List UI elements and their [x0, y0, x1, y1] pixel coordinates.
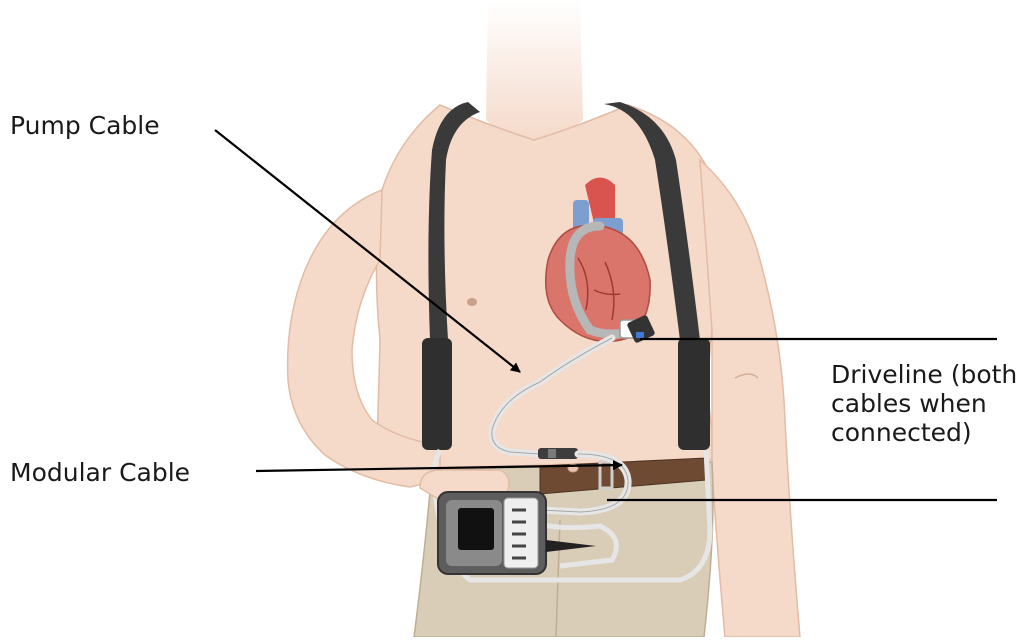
driveline-label-line3: connected) [831, 418, 1017, 447]
driveline-label-line2: cables when [831, 389, 1017, 418]
neck [486, 0, 583, 142]
cable-connector [538, 448, 578, 459]
pump-cable-label: Pump Cable [10, 111, 160, 140]
driveline-label: Driveline (both cables when connected) [831, 360, 1017, 447]
right-arm [700, 160, 800, 637]
modular-cable-label: Modular Cable [10, 458, 190, 487]
driveline-label-line1: Driveline (both [831, 360, 1017, 389]
harness-left-pocket [422, 338, 452, 450]
harness-right-pocket [678, 338, 710, 450]
